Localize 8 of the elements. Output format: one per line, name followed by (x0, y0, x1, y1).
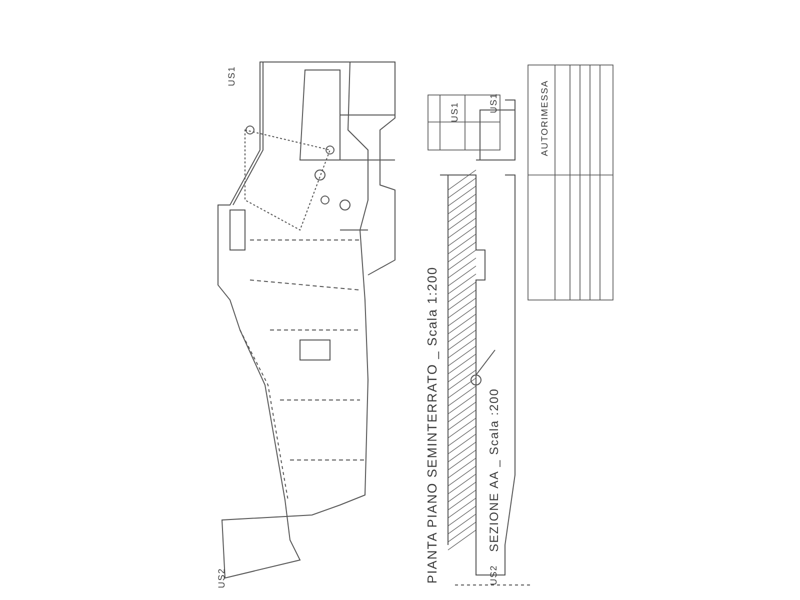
section-heading: SEZIONE AA _ Scala :200 (488, 388, 500, 552)
exit-marker: US2 (490, 564, 498, 586)
exit-marker: US2 (218, 568, 226, 588)
project-title: AUTORIMESSA (540, 80, 550, 156)
legend-symbol: US1 (450, 102, 460, 122)
exit-marker: US1 (490, 92, 498, 114)
exit-marker: US1 (228, 66, 236, 86)
plan-heading: PIANTA PIANO SEMINTERRATO _ Scala 1:200 (426, 266, 438, 584)
